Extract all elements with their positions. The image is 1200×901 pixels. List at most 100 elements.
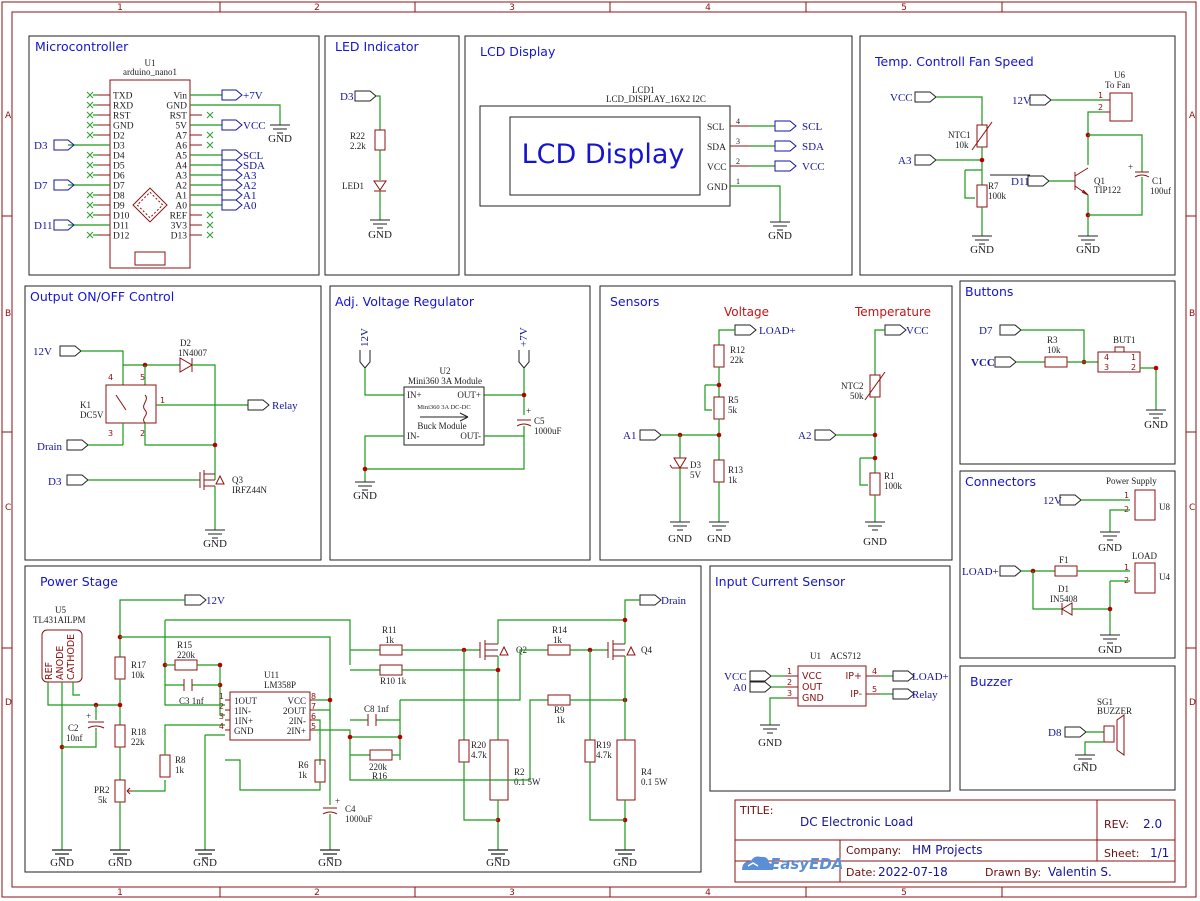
section-title-output: Output ON/OFF Control — [30, 289, 174, 304]
mcu-pin-right-1: GND — [166, 102, 187, 112]
c5-ref: C5 — [534, 416, 545, 426]
grid-labels: 1 2 3 4 5 1 2 3 4 5 A B C D A B C D — [5, 3, 1196, 898]
led1-ref: LED1 — [342, 181, 364, 191]
section-title-buttons: Buttons — [965, 284, 1013, 299]
r11-ref: R11 — [382, 625, 397, 635]
u11-pin-right-2: 2IN- — [289, 716, 306, 726]
f1-ref: F1 — [1059, 555, 1069, 565]
u8-pin1: 1 — [1124, 491, 1129, 500]
regulator-gnd-label: GND — [353, 490, 377, 502]
r12-value: 22k — [730, 355, 744, 365]
mcu-net-right-7: A0 — [243, 200, 257, 212]
pr2-body — [114, 779, 126, 803]
u2-inner-1: Mini360 3A DC-DC — [417, 404, 470, 411]
sensors-gnd-label-2: GND — [707, 533, 731, 545]
section-titles: Microcontroller LED Indicator LCD Displa… — [30, 39, 1036, 689]
u2-body — [403, 386, 485, 446]
u5-pin-cathode: CATHODE — [66, 634, 77, 680]
r11-value: 1k — [385, 635, 395, 645]
regulator-block: 12V +7V U2 Mini360 3A Module IN+ OUT+ Mi… — [353, 327, 561, 502]
mcu-net-right-2: SCL — [243, 150, 263, 162]
r8-body — [159, 754, 171, 778]
buzzer-gnd-label: GND — [1073, 762, 1097, 774]
r15-value: 220k — [177, 650, 196, 660]
mcu-pin-left-14: D12 — [113, 232, 130, 242]
mcu-pin-left-11: D9 — [113, 202, 125, 212]
u2-in-plus: IN+ — [407, 390, 422, 400]
r6-ref: R6 — [298, 760, 309, 770]
mcu-pin-right-4: A7 — [175, 132, 187, 142]
r5-body — [713, 396, 725, 420]
output-net-d3: D3 — [48, 476, 62, 488]
power-gnd-label-4: GND — [486, 857, 510, 869]
section-title-current: Input Current Sensor — [715, 574, 846, 589]
mcu-pin-left-0: TXD — [113, 92, 133, 102]
easyeda-logo: EasyEDA — [742, 855, 843, 873]
power-net-drain: Drain — [661, 595, 687, 607]
r22-value: 2.2k — [350, 141, 366, 151]
tb-drawn-label: Drawn By: — [985, 866, 1041, 879]
pr2-ref: PR2 — [94, 785, 110, 795]
u2-ref: U2 — [440, 366, 451, 376]
mcu-pin-right-6: A5 — [175, 152, 187, 162]
easyeda-logo-text: EasyEDA — [770, 855, 843, 873]
sg1-value: BUZZER — [1097, 706, 1132, 716]
grid-col-5: 5 — [901, 3, 907, 13]
mcu-net-right-1: VCC — [243, 120, 266, 132]
grid-row-b: B — [5, 309, 11, 319]
led-gnd-label: GND — [368, 229, 392, 241]
tb-title-label: TITLE: — [739, 804, 773, 817]
connectors-block: Power Supply 12V U8 1 2 GND LOAD LOAD+ F… — [962, 476, 1170, 656]
u6-pin1: 1 — [1098, 91, 1103, 100]
u11-body — [229, 691, 311, 741]
buttons-net-d7: D7 — [979, 325, 993, 337]
tb-rev: 2.0 — [1143, 817, 1162, 831]
c2-symbol — [87, 721, 105, 729]
mcu-pin-right-11: A0 — [175, 202, 187, 212]
q4-symbol — [607, 640, 625, 660]
r5-value: 5k — [728, 405, 738, 415]
but1-pin2: 2 — [1131, 363, 1136, 372]
mcu-pin-right-10: A1 — [175, 192, 187, 202]
u11-pin-right-3: 2IN+ — [287, 726, 306, 736]
power-gnd-label-3: GND — [318, 857, 342, 869]
ntc2-value: 50k — [850, 391, 864, 401]
k1-value: DC5V — [80, 410, 104, 420]
lcd-pin-1: SDA — [707, 143, 726, 153]
u4-ref: U4 — [1159, 572, 1170, 582]
r18-ref: R18 — [131, 727, 147, 737]
c1-ref: C1 — [1152, 176, 1163, 186]
power-gnd-label-2: GND — [193, 857, 217, 869]
mcu-pin-left-13: D11 — [113, 222, 129, 232]
r1-value: 100k — [884, 481, 903, 491]
c8-symbol — [367, 714, 377, 726]
mcu-net-right-5: A2 — [243, 180, 256, 192]
grid-col-5-bottom: 5 — [901, 888, 907, 898]
r15-ref: R15 — [177, 640, 193, 650]
u6-ref: U6 — [1114, 70, 1125, 80]
tb-date: 2022-07-18 — [878, 865, 948, 879]
microcontroller-block: U1 arduino_nano1 TXDRXDRSTGNDD2D3D4D5D6D… — [34, 58, 292, 269]
section-title-lcd: LCD Display — [480, 44, 556, 59]
svg-text:+: + — [526, 406, 531, 416]
mcu-pin-left-3: GND — [113, 122, 134, 132]
acs-num-2: 2 — [787, 678, 792, 687]
c3-symbol — [183, 679, 193, 691]
pr2-value: 5k — [98, 795, 108, 805]
mcu-pin-left-7: D5 — [113, 162, 125, 172]
k1-pin2: 2 — [140, 429, 145, 438]
u6-pin2: 2 — [1098, 103, 1103, 112]
section-title-led: LED Indicator — [335, 39, 420, 54]
regulator-net-12v: 12V — [359, 328, 371, 347]
q2-symbol — [479, 640, 498, 660]
r19-ref: R19 — [596, 740, 612, 750]
buzzer-block: SG1 BUZZER D8 GND — [1048, 697, 1132, 774]
u2-in-minus: IN- — [407, 431, 420, 441]
r8-value: 1k — [175, 765, 185, 775]
sensors-block: Voltage Temperature LOAD+ R12 22k R5 5k … — [623, 305, 931, 548]
led-indicator-block: D3 R22 2.2k LED1 GND — [340, 90, 392, 241]
output-net-drain: Drain — [37, 441, 63, 453]
output-control-block: 12V D2 1N4007 4 5 1 3 2 K1 DC5V Relay Dr… — [33, 338, 298, 550]
mcu-pin-left-8: D6 — [113, 172, 125, 182]
